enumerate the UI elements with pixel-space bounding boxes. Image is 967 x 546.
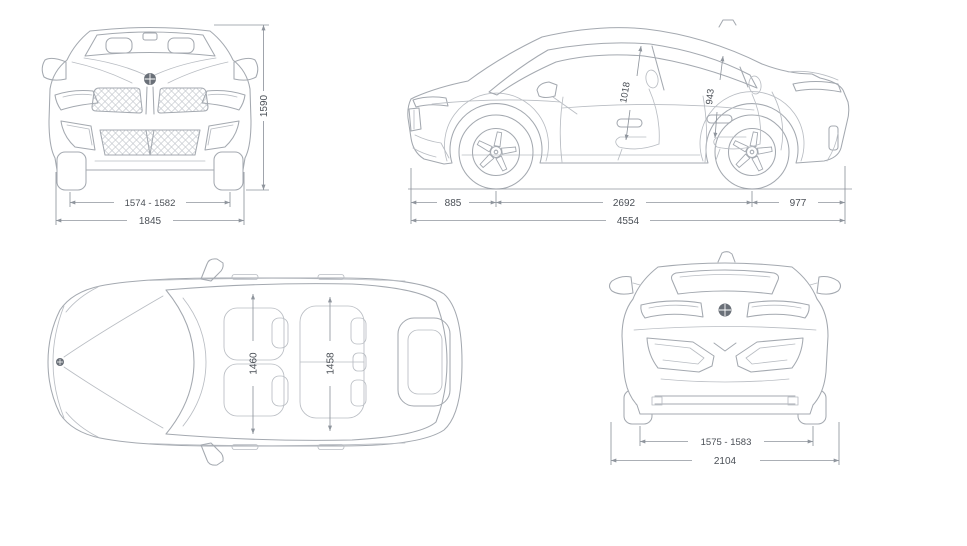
- top-body-outline: [47, 277, 463, 447]
- bmw-roundel-icon: [718, 303, 732, 317]
- dimension-label-interior-width-rear: 1458: [326, 352, 337, 375]
- side-character-lines: [431, 99, 755, 156]
- top-view: 1460 1458: [47, 258, 463, 466]
- front-mirrors: [41, 57, 259, 81]
- rear-body-outline: [621, 251, 829, 415]
- top-seats: [223, 305, 367, 419]
- rear-view: 1575 - 1583 2104: [608, 251, 842, 467]
- side-glasshouse: [488, 42, 758, 96]
- front-air-intakes: [60, 120, 240, 151]
- door-handle-rear: [706, 114, 733, 124]
- front-wheels: [56, 151, 244, 191]
- top-mirrors: [200, 258, 224, 466]
- dimension-side-headroom-rear: [713, 55, 725, 139]
- antenna-fin: [718, 19, 737, 28]
- dimension-label-wheelbase: 2692: [613, 198, 636, 209]
- dimension-rear-width: [610, 422, 840, 465]
- front-windshield: [84, 31, 216, 57]
- front-view: 1574 - 1582 1845 1590: [41, 24, 270, 227]
- side-view: 1018 943 885 2692 977 4554: [407, 19, 852, 227]
- side-front-details: [408, 96, 450, 159]
- dimension-front-track: [69, 192, 231, 207]
- dimension-label-length: 4554: [617, 216, 640, 227]
- side-seats: [615, 69, 762, 161]
- top-trim-strips: [231, 274, 345, 450]
- side-mirror: [536, 81, 578, 115]
- bmw-roundel-icon: [56, 358, 64, 366]
- side-wheels: [458, 114, 790, 190]
- side-fender-arches: [444, 91, 805, 162]
- dimension-front-height: [214, 24, 269, 191]
- top-windshield: [165, 289, 207, 435]
- dimension-label-front-height: 1590: [259, 94, 270, 117]
- side-doors: [559, 91, 784, 163]
- side-body-outline: [407, 19, 850, 165]
- antenna-fin: [717, 251, 736, 263]
- rear-window: [670, 269, 780, 295]
- dimension-label-headroom-rear: 943: [704, 88, 717, 105]
- rear-mirrors: [608, 275, 842, 295]
- dimension-label-rear-width: 2104: [714, 456, 737, 467]
- rear-taillights: [640, 300, 810, 319]
- dimension-label-front-width: 1845: [139, 216, 162, 227]
- dimension-side-ground: [408, 166, 852, 224]
- dimension-label-rear-track: 1575 - 1583: [701, 437, 752, 448]
- top-tailgate-window: [397, 317, 451, 407]
- side-rear-details: [787, 70, 842, 162]
- top-front-contours: [52, 286, 164, 438]
- dimension-label-rear-overhang: 977: [790, 198, 807, 209]
- dimension-side-headroom-front: [624, 45, 643, 141]
- rear-bumper: [633, 326, 817, 406]
- dimension-label-front-track: 1574 - 1582: [125, 198, 176, 209]
- front-kidney-grilles: [91, 86, 209, 115]
- top-glasshouse: [149, 277, 448, 447]
- bmw-roundel-icon: [144, 73, 156, 85]
- dimension-label-front-overhang: 885: [445, 198, 462, 209]
- front-headlights: [54, 89, 246, 111]
- front-body-outline: [48, 27, 252, 171]
- front-lower-grille: [94, 129, 206, 162]
- dimension-label-headroom-front: 1018: [618, 81, 633, 104]
- dimension-front-width: [55, 172, 245, 225]
- door-handle-front: [616, 118, 643, 128]
- dimension-rear-track: [639, 426, 814, 446]
- dimension-label-interior-width-front: 1460: [249, 352, 260, 375]
